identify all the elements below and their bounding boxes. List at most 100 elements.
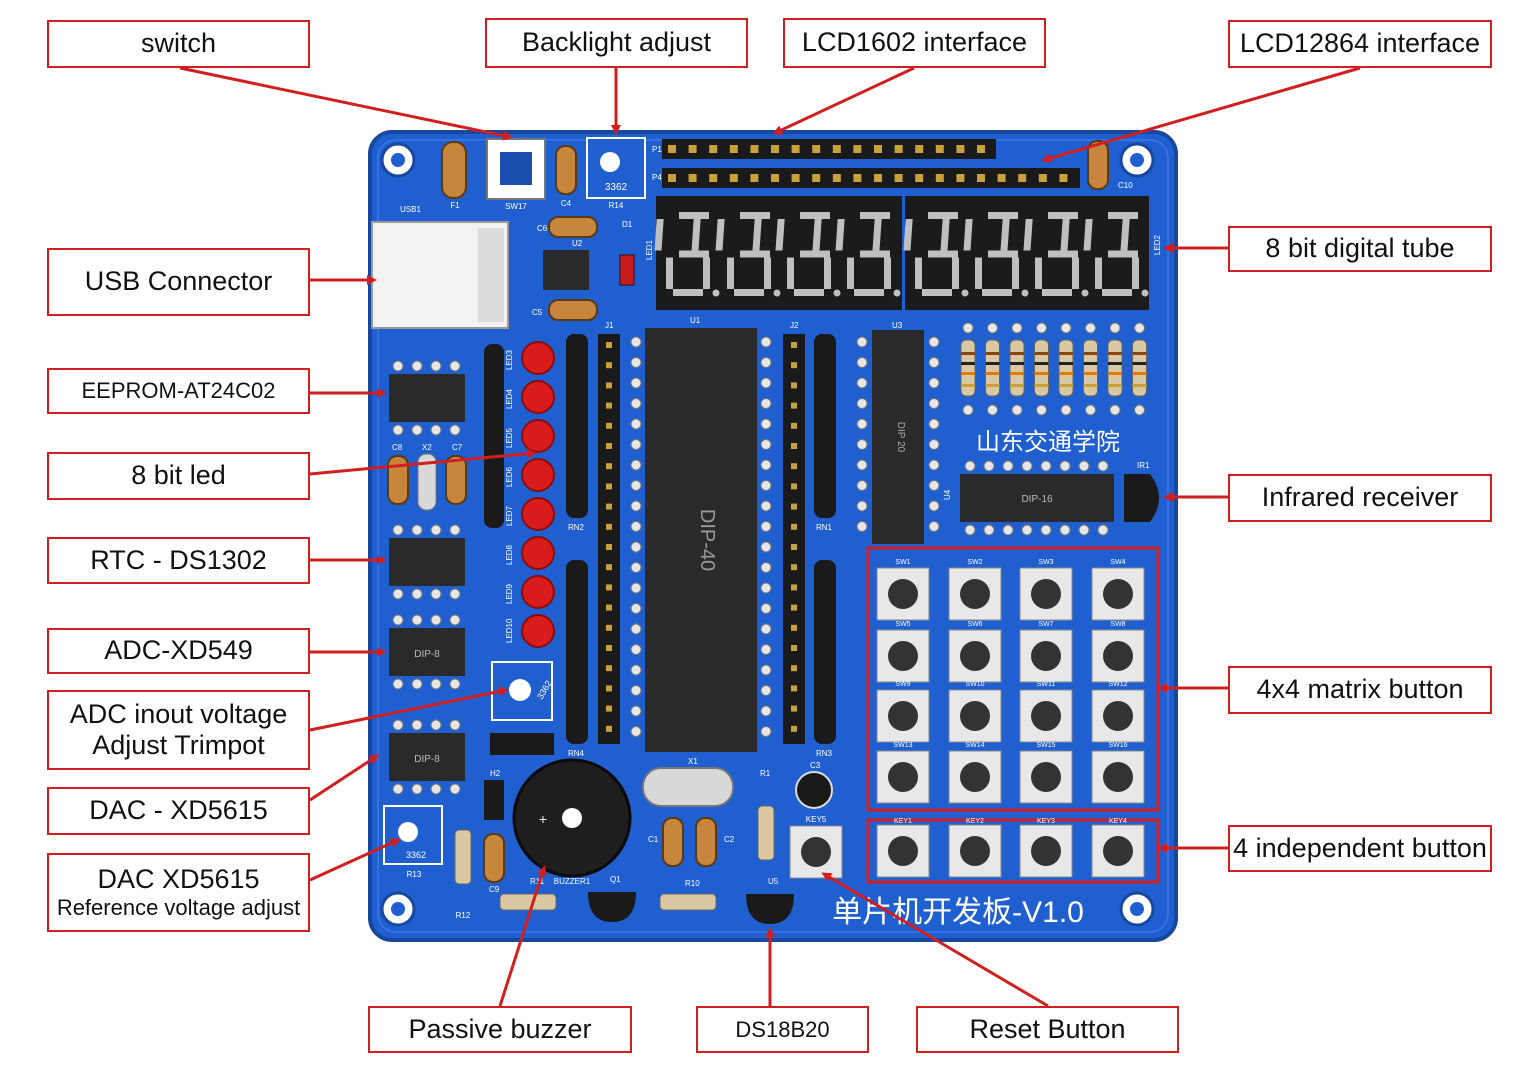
dac-chip-label: DIP-8 [414, 754, 440, 765]
silk-rn4: RN4 [568, 749, 585, 758]
transistor-q1 [588, 892, 636, 922]
arrow-switch [179, 66, 513, 141]
chip-pin [430, 524, 442, 536]
silk-key5: KEY5 [806, 815, 827, 824]
matrix-button-label: SW8 [1110, 621, 1125, 628]
silk-r14: R14 [609, 201, 624, 210]
header-pin [606, 544, 612, 550]
resistor-lead [1011, 322, 1023, 334]
chip-pin [983, 460, 995, 472]
callout-matrix-text: 4x4 matrix button [1256, 674, 1464, 705]
header-pin [791, 342, 797, 348]
button-cap [888, 701, 918, 731]
chip-pin [630, 705, 642, 717]
resistor-lead [1134, 322, 1145, 334]
callout-dac: DAC - XD5615 [47, 787, 310, 835]
header-pin [606, 382, 612, 389]
header-pin [606, 624, 612, 631]
callout-adc-trim-line1: ADC inout voltage [69, 698, 288, 729]
chip-pin [392, 678, 404, 690]
eeprom-chip [389, 374, 465, 422]
callout-eeprom: EEPROM-AT24C02 [47, 368, 310, 414]
button-cap [1103, 641, 1133, 671]
header-pin [791, 422, 797, 429]
silk-led1: LED1 [645, 239, 654, 260]
header-pin [606, 503, 612, 510]
resistor-lead [987, 404, 998, 416]
lcd1602-header [662, 139, 996, 159]
resistor-lead [1109, 404, 1121, 416]
chip-pin [630, 603, 642, 614]
chip-pin [411, 678, 423, 690]
chip-pin [856, 439, 868, 450]
chip-pin [449, 783, 461, 795]
header-pin [832, 145, 841, 153]
chip-pin [760, 521, 772, 532]
matrix-button-label: SW10 [965, 681, 984, 688]
independent-button [1019, 824, 1073, 878]
chip-pin [392, 719, 404, 731]
capacitor-c3 [795, 771, 833, 809]
header-j1 [598, 334, 620, 744]
header-pin [606, 584, 612, 591]
chip-pin [430, 424, 442, 436]
infrared-receiver [1124, 474, 1159, 522]
callout-buzzer-text: Passive buzzer [408, 1013, 592, 1044]
independent-button-label: KEY1 [894, 818, 912, 825]
silk-c2: C2 [724, 835, 735, 844]
resistor-network-rn1 [814, 334, 836, 518]
callout-lcd12864-text: LCD12864 interface [1239, 28, 1481, 59]
button-cap [1103, 836, 1133, 866]
callout-matrix: 4x4 matrix button [1228, 666, 1492, 714]
led-indicator [521, 575, 555, 609]
chip-pin [1021, 460, 1033, 472]
matrix-button-label: SW14 [965, 742, 984, 749]
button-cap [960, 641, 990, 671]
header-pin [791, 685, 797, 692]
chip-u3-dip20 [872, 330, 924, 544]
silk-sw17: SW17 [505, 202, 527, 211]
button-cap [888, 641, 918, 671]
chip-pin [449, 614, 461, 626]
silk-r10: R10 [685, 879, 700, 888]
chip-pin [760, 644, 772, 655]
callout-digital-tube-text: 8 bit digital tube [1265, 233, 1455, 264]
chip-pin [430, 719, 442, 731]
chip-pin [760, 336, 772, 348]
callout-lcd1602-text: LCD1602 interface [801, 27, 1028, 58]
header-pin [812, 145, 821, 153]
header-pin [894, 145, 903, 153]
capacitor-c8 [387, 455, 409, 505]
chip-pin [856, 459, 868, 471]
matrix-button-label: SW2 [967, 559, 982, 566]
chip-pin [430, 360, 442, 372]
button-cap [1103, 579, 1133, 609]
chip-pin [630, 685, 642, 696]
header-pin [668, 145, 676, 153]
silk-x1: X1 [688, 757, 698, 766]
resistor-lead [1085, 322, 1096, 334]
header-pin [688, 174, 697, 182]
chip-pin [630, 500, 642, 512]
chip-pin [1002, 460, 1014, 472]
chip-pin [856, 418, 868, 430]
chip-pin [760, 705, 772, 717]
header-pin [791, 725, 797, 732]
button-cap [960, 701, 990, 731]
chip-pin [928, 357, 940, 368]
callout-reset-text: Reset Button [969, 1013, 1126, 1044]
chip-pin [411, 588, 423, 600]
arrow-adc-trim [309, 686, 509, 732]
resistor-lead [1060, 322, 1072, 334]
chip-pin [630, 398, 642, 409]
silk-r11: R11 [530, 877, 545, 886]
capacitor-c7 [445, 455, 467, 505]
chip-pin [449, 524, 461, 536]
matrix-button-label: SW4 [1110, 559, 1125, 566]
callout-adc-text: ADC-XD549 [104, 635, 253, 666]
header-pin [791, 604, 797, 611]
silk-c4: C4 [561, 199, 572, 208]
silk-r13: R13 [407, 870, 422, 879]
